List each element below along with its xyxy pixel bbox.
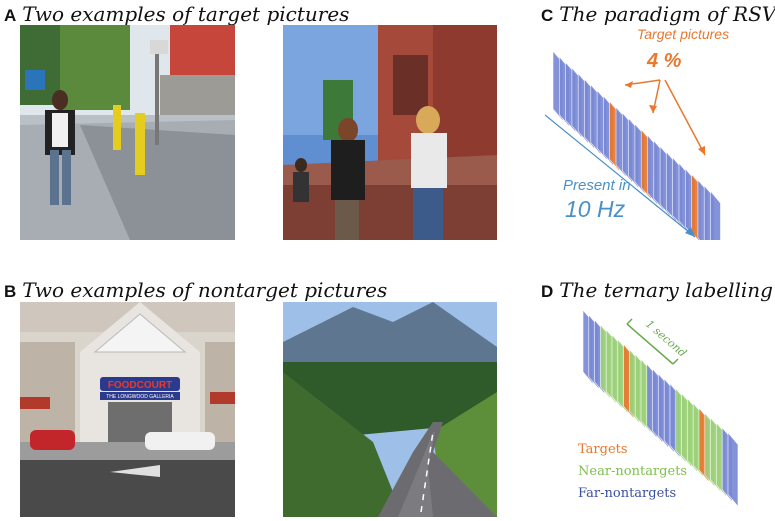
far-nontarget-frame <box>727 431 739 508</box>
ternary-frame-stack <box>582 309 739 508</box>
panel-b-letter: B <box>4 282 17 301</box>
panel-d-title: D The ternary labelling <box>541 278 773 302</box>
legend-targets: Targets <box>578 442 628 457</box>
legend-far-nontargets: Far-nontargets <box>578 486 677 501</box>
present-in-label: Present in <box>563 177 631 194</box>
time-arrow <box>545 114 696 238</box>
ternary-diagram: 1 second <box>582 309 739 508</box>
rsvp-diagram: Target pictures 4 % Present in 10 Hz <box>545 26 729 240</box>
nontarget-photo-mountain-road <box>283 302 497 517</box>
one-second-label: 1 second <box>643 317 689 359</box>
panel-d-title-text: The ternary labelling <box>559 278 773 302</box>
panel-c-letter: C <box>541 6 554 25</box>
rate-label: 10 Hz <box>565 196 626 222</box>
target-photo-people-walking <box>283 25 497 240</box>
rsvp-frame <box>710 190 721 240</box>
panel-d-letter: D <box>541 282 554 301</box>
food-court-sign: FOODCOURT <box>108 380 172 391</box>
target-arrows <box>624 79 706 156</box>
panel-b-title: B Two examples of nontarget pictures <box>4 278 387 302</box>
target-pictures-label: Target pictures <box>637 26 729 42</box>
legend-near-nontargets: Near-nontargets <box>578 464 688 479</box>
panel-c-title: C The paradigm of RSVP <box>541 2 775 26</box>
panel-a-title: A Two examples of target pictures <box>4 2 349 26</box>
nontarget-photo-food-court: FOODCOURT THE LONGWOOD GALLERIA <box>20 302 235 517</box>
panel-b-title-text: Two examples of nontarget pictures <box>22 278 388 302</box>
panel-a-letter: A <box>4 6 17 25</box>
panel-c-title-text: The paradigm of RSVP <box>559 2 775 26</box>
target-percent-label: 4 % <box>646 50 682 72</box>
panel-a-title-text: Two examples of target pictures <box>22 2 350 26</box>
ternary-legend: Targets Near-nontargets Far-nontargets <box>578 442 687 508</box>
galleria-sign: THE LONGWOOD GALLERIA <box>106 394 174 400</box>
target-photo-street-pedestrian <box>20 25 235 240</box>
